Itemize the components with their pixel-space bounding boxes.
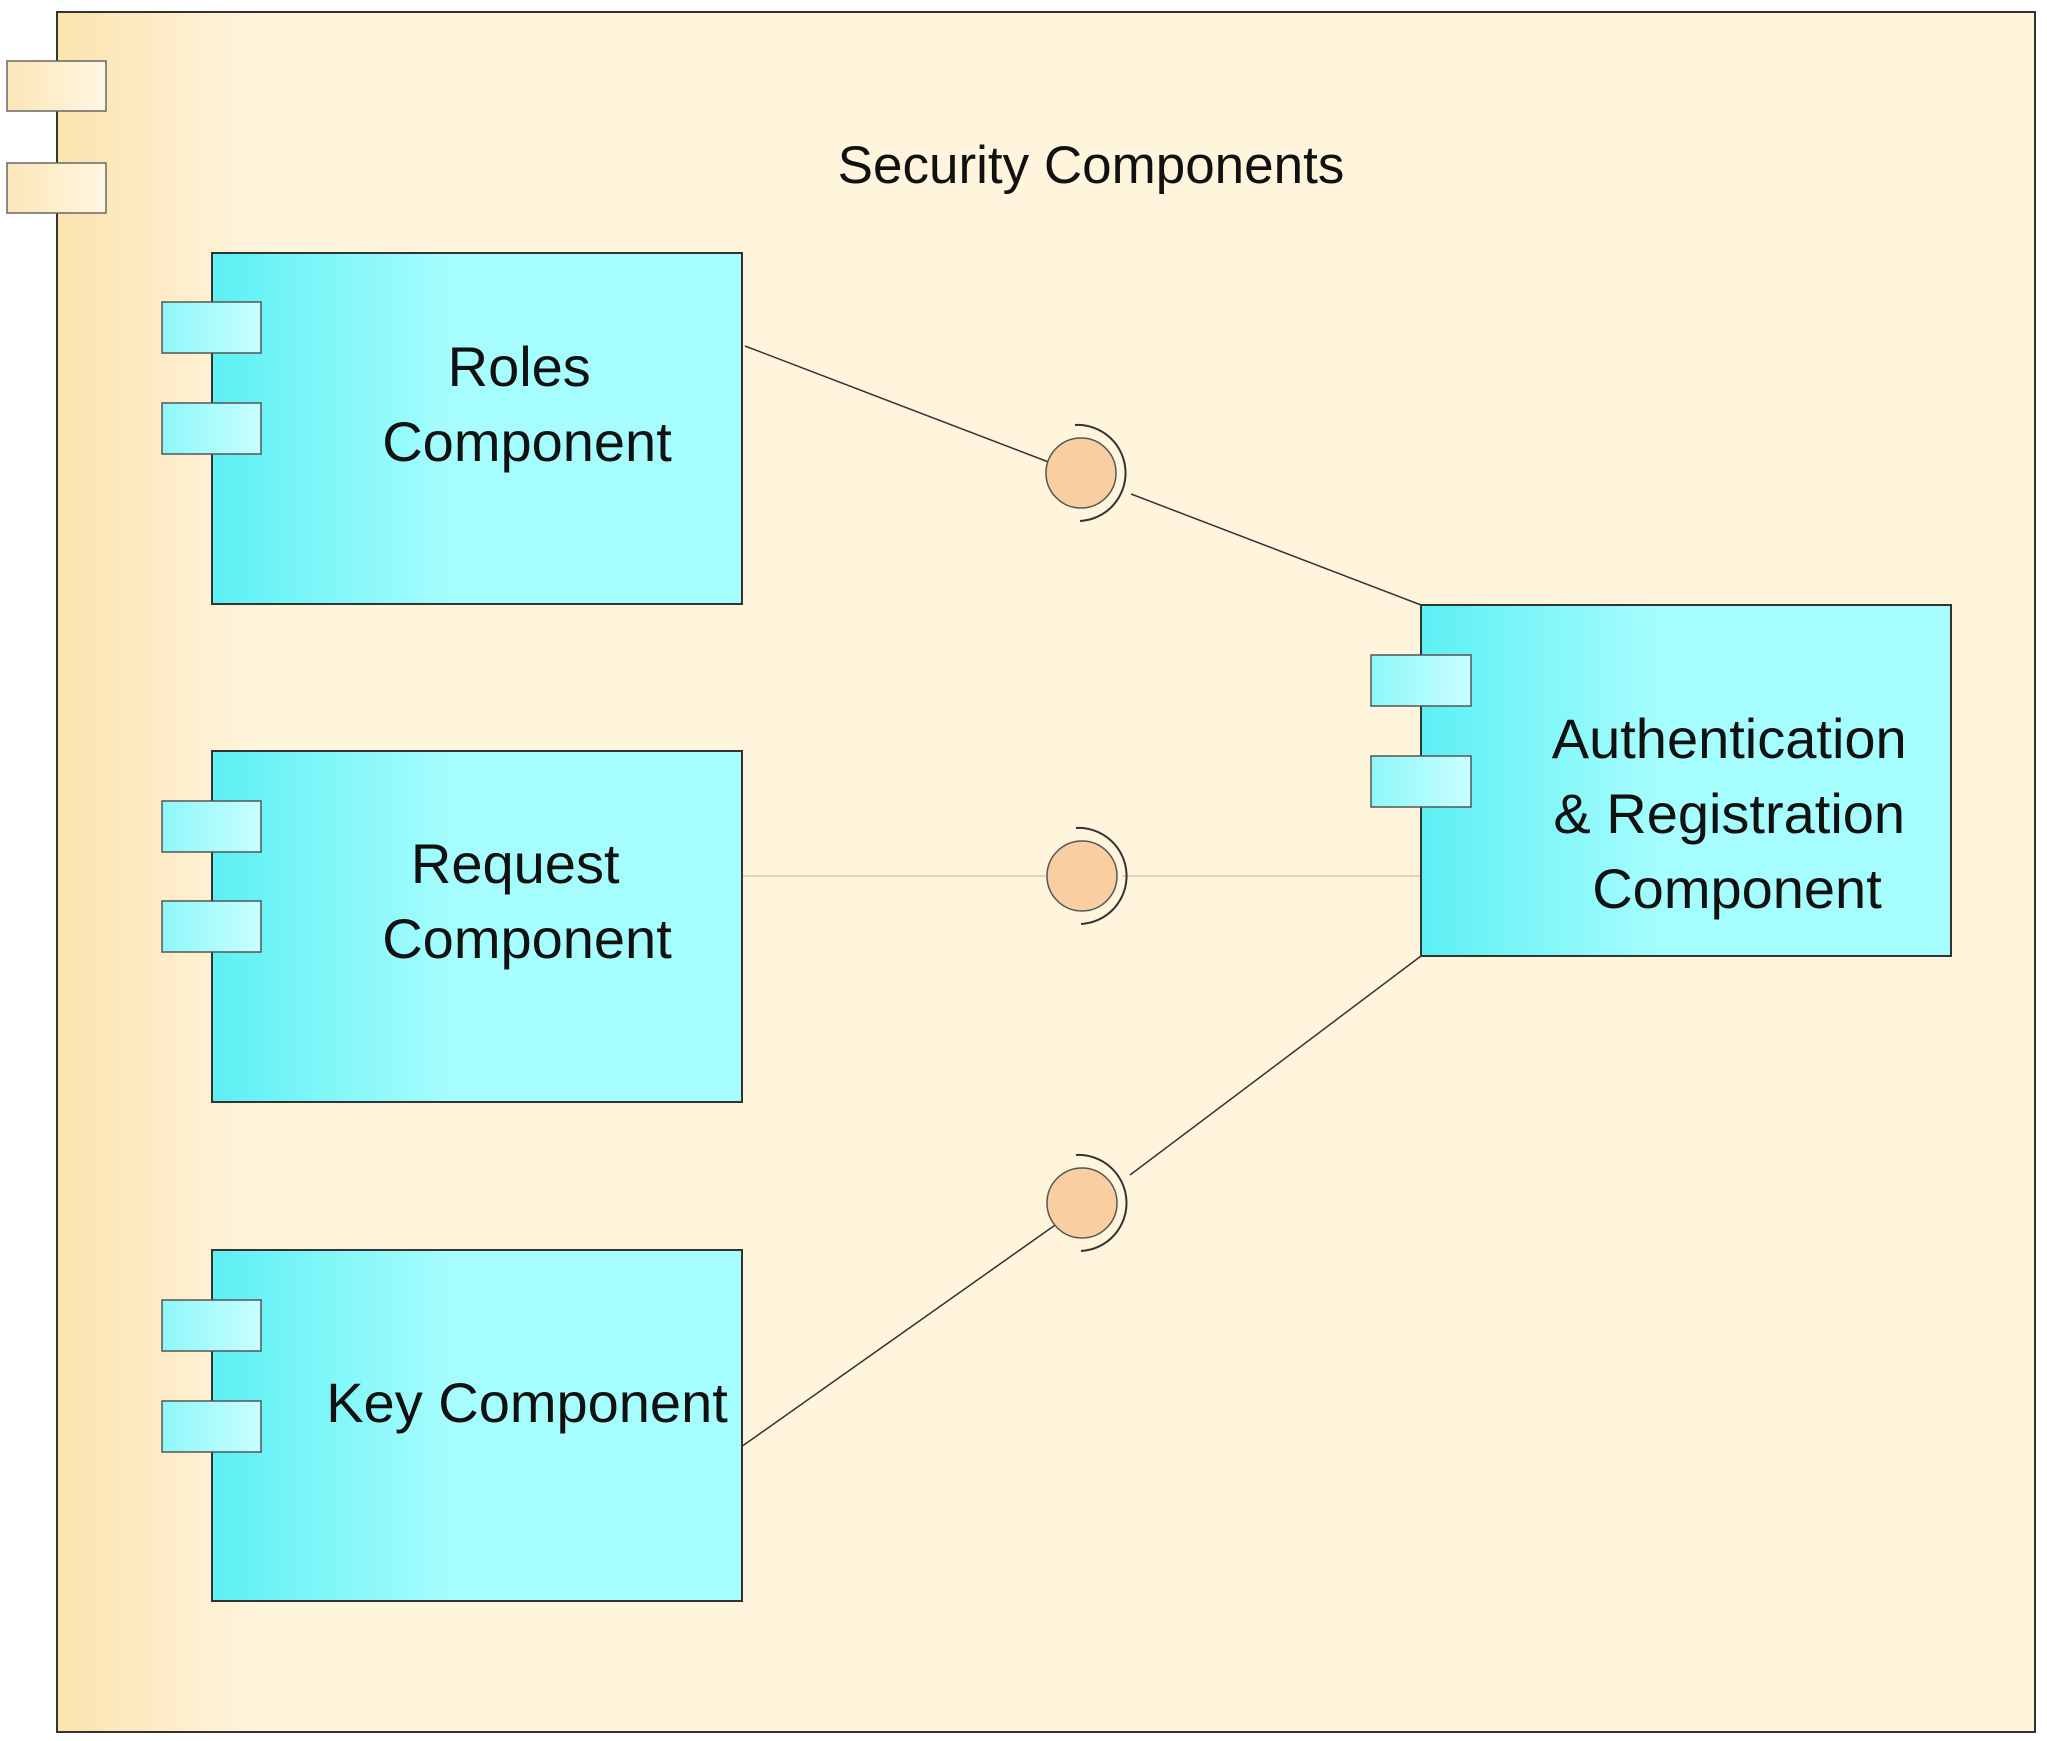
component-label-line: Request	[411, 832, 620, 895]
port-tab	[161, 1400, 262, 1453]
roles-auth-connector	[744, 345, 1060, 467]
component-label: Authentication & Registration Component	[1552, 707, 1922, 920]
component-label: Request Component	[382, 832, 672, 970]
auth-registration-component[interactable]: Authentication & Registration Component	[1370, 604, 1952, 957]
interface-roles-auth[interactable]	[1045, 423, 1127, 522]
interface-request-auth[interactable]	[1046, 826, 1128, 925]
component-label-line: Component	[1592, 857, 1882, 920]
key-auth-connector	[1129, 955, 1422, 1176]
component-label: Key Component	[326, 1371, 728, 1434]
port-tab	[161, 301, 262, 354]
provided-interface-icon	[1046, 1167, 1118, 1239]
port-tab	[161, 402, 262, 455]
connectors	[740, 345, 1422, 1448]
provided-interface-icon	[1045, 437, 1117, 509]
component-label: Roles Component	[382, 335, 672, 473]
component-label-line: Component	[382, 410, 672, 473]
roles-component[interactable]: Roles Component	[161, 252, 743, 605]
container-port-tab	[6, 162, 107, 214]
request-component[interactable]: Request Component	[161, 750, 743, 1103]
required-interface-socket-icon	[1075, 826, 1128, 925]
port-tab	[161, 1299, 262, 1352]
port-tab	[1370, 654, 1472, 707]
component-label-line: Roles	[448, 335, 591, 398]
provided-interface-icon	[1046, 840, 1118, 912]
required-interface-socket-icon	[1074, 423, 1127, 522]
port-tab	[1370, 755, 1472, 808]
port-tab	[161, 800, 262, 853]
required-interface-socket-icon	[1075, 1153, 1128, 1252]
interface-key-auth[interactable]	[1046, 1153, 1128, 1252]
roles-auth-connector	[1130, 493, 1422, 606]
port-tab	[161, 900, 262, 953]
container-title: Security Components	[838, 136, 1345, 195]
component-label-line: & Registration	[1553, 782, 1905, 845]
component-label-line: Authentication	[1552, 707, 1907, 770]
key-auth-connector	[740, 1222, 1059, 1448]
key-component[interactable]: Key Component	[161, 1249, 743, 1602]
component-label-line: Component	[382, 907, 672, 970]
container-port-tab	[6, 60, 107, 112]
